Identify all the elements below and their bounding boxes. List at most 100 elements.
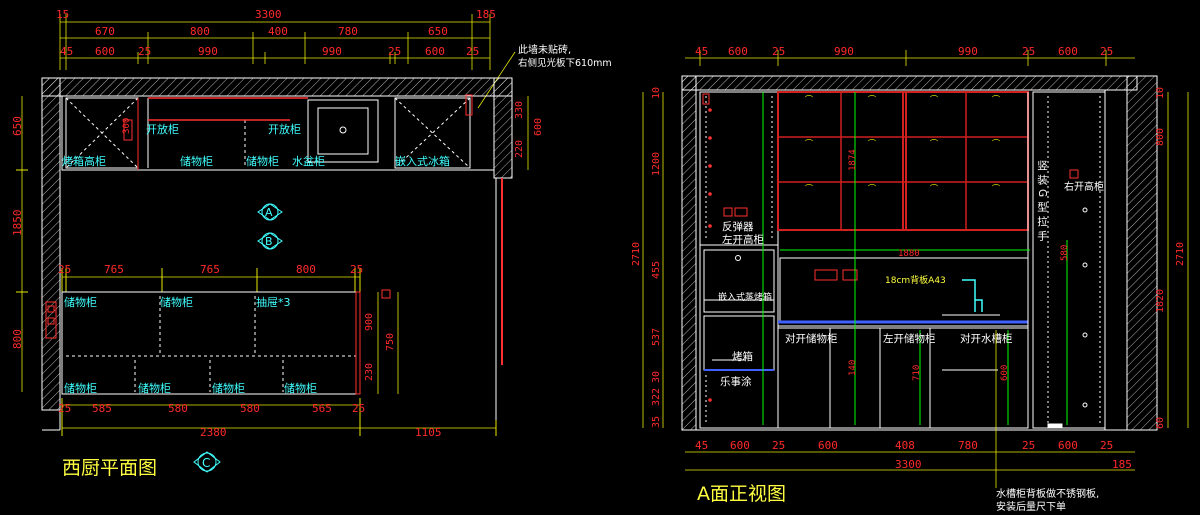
svg-text:⌒: ⌒ bbox=[868, 95, 876, 104]
dim-label: 580 bbox=[240, 402, 260, 415]
dim-label: 580 bbox=[168, 402, 188, 415]
dim-label: 25 bbox=[466, 45, 479, 58]
svg-text:⌒: ⌒ bbox=[992, 139, 1000, 148]
dim-label: 600 bbox=[1000, 365, 1010, 381]
dim-label: 537 bbox=[651, 328, 662, 346]
elev-backsplash bbox=[778, 257, 1029, 327]
dim-label: 455 bbox=[651, 261, 662, 279]
dim-label: 1874 bbox=[848, 149, 858, 171]
svg-text:⌒: ⌒ bbox=[930, 95, 938, 104]
elev-left-dots bbox=[708, 108, 712, 402]
elev-labels: 反弹器 左开高柜 嵌入式蒸烤箱 烤箱 乐事涂 18cm背板A43 对开储物柜 左… bbox=[718, 180, 1104, 388]
dim-label: 45 bbox=[60, 45, 73, 58]
label-drawer: 抽屉*3 bbox=[256, 295, 291, 309]
dim-label: 650 bbox=[428, 25, 448, 38]
plan-note-line1: 此墙未贴砖, bbox=[518, 43, 571, 56]
dim-label: 1820 bbox=[1155, 289, 1166, 313]
dim-label: 140 bbox=[848, 360, 858, 376]
label-island-storage: 储物柜 bbox=[64, 295, 97, 309]
plan-island-dims: 900 230 750 bbox=[364, 292, 399, 394]
elev-left-dims: 10 1200 455 537 30 322 35 2710 bbox=[631, 87, 664, 428]
dim-label: 600 bbox=[95, 45, 115, 58]
dim-label: 765 bbox=[104, 263, 124, 276]
label-left-storage: 对开储物柜 bbox=[785, 332, 838, 345]
dim-label: 1200 bbox=[651, 152, 662, 176]
dim-label: 670 bbox=[95, 25, 115, 38]
dim-label: 565 bbox=[312, 402, 332, 415]
dim-label: 800 bbox=[190, 25, 210, 38]
plan-note-line2: 右侧见光板下610mm bbox=[518, 57, 612, 69]
label-sink-cab: 对开水槽柜 bbox=[960, 332, 1013, 345]
label-center-storage: 左开储物柜 bbox=[883, 332, 936, 345]
dim-label: 35 bbox=[651, 416, 662, 428]
dim-label: 185 bbox=[1112, 458, 1132, 471]
dim-label: 408 bbox=[895, 439, 915, 452]
elev-upper-lights: ⌒⌒⌒⌒ ⌒⌒⌒⌒ ⌒⌒⌒⌒ bbox=[805, 95, 1000, 193]
svg-text:⌒: ⌒ bbox=[805, 95, 813, 104]
dim-label: 710 bbox=[912, 365, 922, 381]
plan-top-dims: 15 3300 185 670 800 400 780 650 45 600 2… bbox=[56, 8, 496, 58]
svg-text:⌒: ⌒ bbox=[805, 184, 813, 193]
dim-label: 25 bbox=[388, 45, 401, 58]
svg-text:A: A bbox=[265, 206, 273, 219]
plan-island bbox=[61, 291, 361, 395]
label-oven: 烤箱 bbox=[732, 350, 753, 363]
label-storage: 储物柜 bbox=[246, 154, 279, 168]
label-island-storage: 储物柜 bbox=[212, 381, 245, 395]
dim-label: 800 bbox=[11, 329, 24, 349]
plan-island-red bbox=[45, 289, 391, 339]
svg-text:C: C bbox=[202, 456, 210, 470]
dim-label: 600 bbox=[818, 439, 838, 452]
elev-green-guides bbox=[762, 92, 1068, 425]
dim-label: 230 bbox=[364, 363, 375, 381]
elev-upper-cabinets bbox=[777, 91, 1029, 231]
elev-title: A面正视图 bbox=[697, 483, 786, 505]
plan-bottom-dims: 25 585 580 580 565 25 2380 1105 bbox=[58, 398, 497, 439]
dim-label: 780 bbox=[338, 25, 358, 38]
plan-back-cabinets bbox=[61, 95, 495, 171]
dim-label: 750 bbox=[385, 333, 396, 351]
dim-label: 322 bbox=[651, 388, 662, 406]
elev-inner-dims: 1874 1880 580 140 710 600 bbox=[848, 149, 1070, 381]
svg-text:⌒: ⌒ bbox=[992, 184, 1000, 193]
label-vertical-handle: 竖装G型拉手 bbox=[1036, 160, 1048, 245]
label-hood: 反弹器 bbox=[722, 220, 754, 233]
dim-label: 30 bbox=[651, 371, 662, 383]
dim-label: 300 bbox=[122, 118, 132, 134]
dim-label: 25 bbox=[58, 263, 71, 276]
dim-label: 25 bbox=[1100, 45, 1113, 58]
elev-right-tall bbox=[1032, 91, 1106, 429]
dim-label: 990 bbox=[834, 45, 854, 58]
elev-left-red bbox=[702, 93, 748, 217]
dim-label: 800 bbox=[296, 263, 316, 276]
dim-label: 220 bbox=[514, 140, 525, 158]
svg-text:⌒: ⌒ bbox=[805, 139, 813, 148]
label-backsplash: 18cm背板A43 bbox=[885, 274, 946, 286]
dim-label: 600 bbox=[1058, 45, 1078, 58]
svg-text:B: B bbox=[265, 235, 273, 248]
plan-top-dimension-lines bbox=[59, 14, 491, 70]
dim-label: 185 bbox=[476, 8, 496, 21]
dim-label: 10 bbox=[651, 87, 662, 99]
label-island-storage: 储物柜 bbox=[138, 381, 171, 395]
dim-label: 2710 bbox=[631, 242, 642, 266]
dim-label: 2380 bbox=[200, 426, 227, 439]
label-island-storage: 储物柜 bbox=[284, 381, 317, 395]
dim-label: 25 bbox=[1100, 439, 1113, 452]
dim-label: 3300 bbox=[895, 458, 922, 471]
dim-label: 600 bbox=[728, 45, 748, 58]
dim-label: 25 bbox=[138, 45, 151, 58]
label-right-tall: 右开高柜 bbox=[1064, 180, 1104, 193]
marker-a: A bbox=[257, 203, 283, 221]
elev-walls bbox=[681, 75, 1158, 431]
dim-label: 15 bbox=[56, 8, 69, 21]
plan-left-dims: 650 1850 800 bbox=[11, 96, 28, 392]
elevation-view: 45 600 25 990 990 25 600 25 bbox=[631, 45, 1189, 513]
dim-label: 3300 bbox=[255, 8, 282, 21]
dim-label: 45 bbox=[695, 45, 708, 58]
label-fridge: 嵌入式冰箱 bbox=[395, 154, 450, 168]
plan-island-labels: 储物柜 储物柜 抽屉*3 储物柜 储物柜 储物柜 储物柜 bbox=[64, 295, 317, 395]
plan-note: 此墙未贴砖, 右侧见光板下610mm bbox=[477, 43, 612, 109]
